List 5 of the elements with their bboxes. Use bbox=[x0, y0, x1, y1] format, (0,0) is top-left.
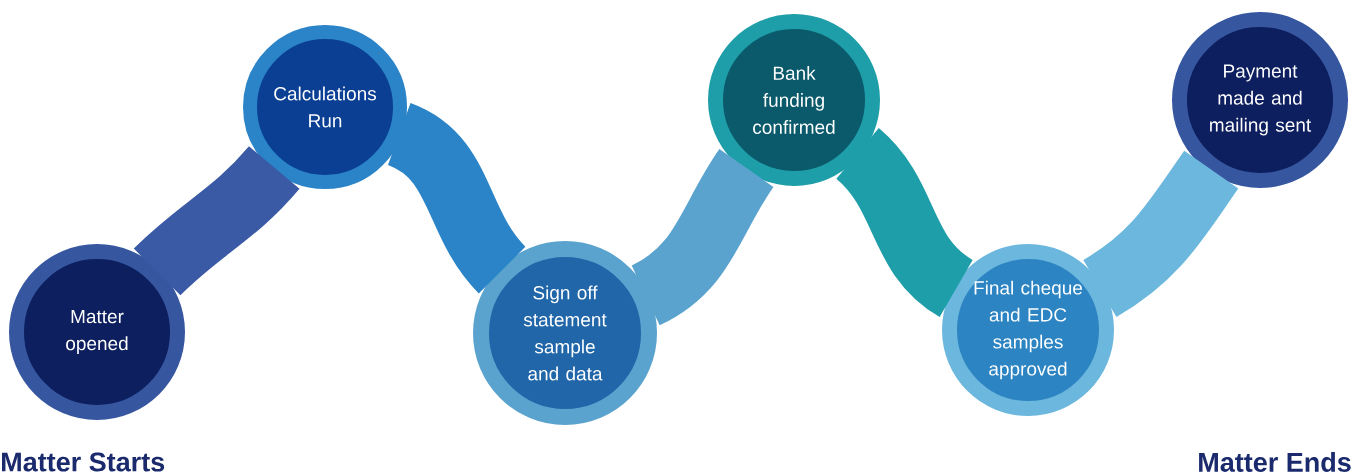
connector-band bbox=[834, 129, 975, 316]
end-label: Matter Starts bbox=[2, 452, 165, 472]
end-label: Matter Ends bbox=[1199, 452, 1351, 472]
connector-band bbox=[385, 104, 527, 292]
connector-band bbox=[134, 145, 299, 296]
